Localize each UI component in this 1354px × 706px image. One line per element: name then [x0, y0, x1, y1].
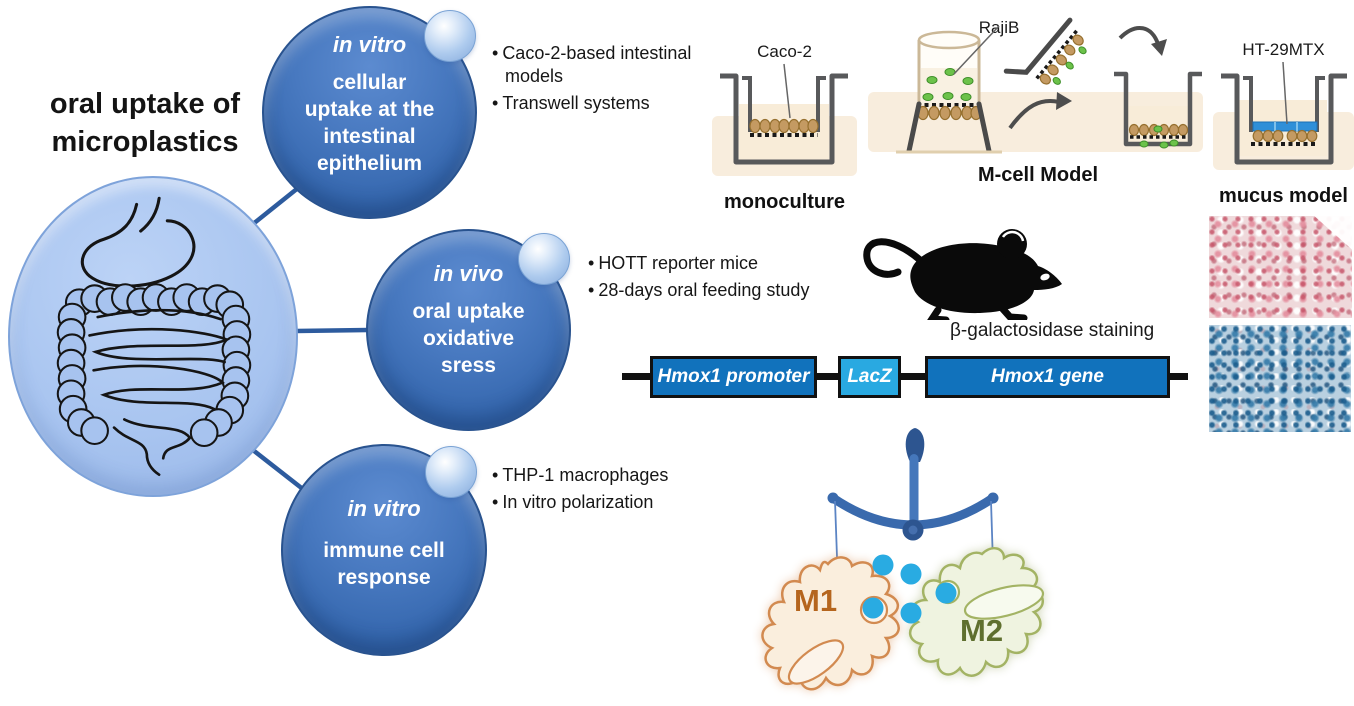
transwell-mucus-icon [1213, 61, 1354, 170]
gene-backbone-line [622, 373, 1188, 380]
staining-label: β-galactosidase staining [950, 320, 1155, 341]
mcell-caption: M-cell Model [977, 164, 1098, 186]
mcell-model-figure: RajiB [868, 6, 1203, 196]
mcell-model-icon [868, 17, 1203, 154]
gloss-bubble-icon [518, 233, 570, 285]
ht29mtx-label: HT-29MTX [1242, 40, 1325, 59]
node-tag: in vitro [347, 496, 421, 521]
page-title: oral uptake of microplastics [28, 86, 262, 161]
node-in-vitro-intestinal-uptake: in vitro cellular uptake at the intestin… [262, 6, 477, 219]
node-label-line: oral uptake [412, 300, 525, 323]
rajib-label: RajiB [978, 18, 1020, 37]
node-label-line: epithelium [316, 151, 422, 175]
m1-label: M1 [794, 583, 838, 618]
bullet-item: HOTT reporter mice [588, 252, 838, 275]
node-tag: in vitro [332, 32, 407, 57]
intestine-icon [56, 196, 252, 477]
bullet-item: THP-1 macrophages [492, 464, 722, 487]
m2-label: M2 [960, 613, 1004, 648]
intestine-hub-circle [8, 176, 298, 497]
bullet-list-immune: THP-1 macrophages In vitro polarization [492, 464, 722, 518]
node-label-line: sress [441, 353, 496, 377]
hmox1-gene-box: Hmox1 gene [925, 356, 1170, 398]
mucus-caption: mucus model [1219, 185, 1348, 207]
histology-bgal-image [1209, 325, 1351, 432]
gloss-bubble-icon [424, 10, 476, 62]
mouse-icon [863, 229, 1062, 320]
node-tag: in vivo [433, 261, 504, 286]
bullet-item: In vitro polarization [492, 491, 722, 514]
bullet-item: 28-days oral feeding study [588, 279, 838, 302]
bullet-list-in-vivo: HOTT reporter mice 28-days oral feeding … [588, 252, 838, 306]
macrophages-graphic [761, 546, 1045, 691]
hmox1-promoter-box: Hmox1 promoter [650, 356, 817, 398]
bullet-list-intestinal-models: Caco-2-based intestinal models Transwell… [492, 42, 734, 119]
mucus-model-figure: HT-29MTX mucus model [1213, 40, 1354, 208]
histology-he-image [1209, 216, 1352, 318]
bullet-item: Transwell systems [492, 92, 734, 115]
monoculture-caption: monoculture [723, 191, 846, 213]
m1-macrophage-icon [761, 556, 900, 691]
connector-line [295, 327, 369, 334]
caco2-label: Caco-2 [757, 42, 812, 61]
monoculture-figure: Caco-2 monoculture [712, 42, 857, 214]
bullet-item: Caco-2-based intestinal models [492, 42, 734, 88]
node-label-line: response [337, 565, 431, 589]
title-line-2: microplastics [51, 125, 239, 158]
gloss-bubble-icon [425, 446, 477, 498]
lacz-box: LacZ [838, 356, 901, 398]
microplastic-particles-icon [862, 554, 957, 624]
m2-macrophage-icon [909, 546, 1045, 677]
gene-construct: Hmox1 promoter LacZ Hmox1 gene [615, 352, 1200, 402]
node-label-line: intestinal [323, 124, 416, 148]
node-label-line: cellular [332, 71, 407, 94]
node-label-line: oxidative [422, 326, 515, 350]
node-in-vitro-immune-response: in vitro immune cell response [281, 444, 487, 656]
node-label-line: immune cell [323, 539, 445, 562]
transwell-monoculture-icon [712, 63, 857, 176]
node-in-vivo-oral-uptake: in vivo oral uptake oxidative sress [366, 229, 571, 431]
title-line-1: oral uptake of [49, 88, 241, 120]
node-label-line: uptake at the [304, 97, 435, 121]
